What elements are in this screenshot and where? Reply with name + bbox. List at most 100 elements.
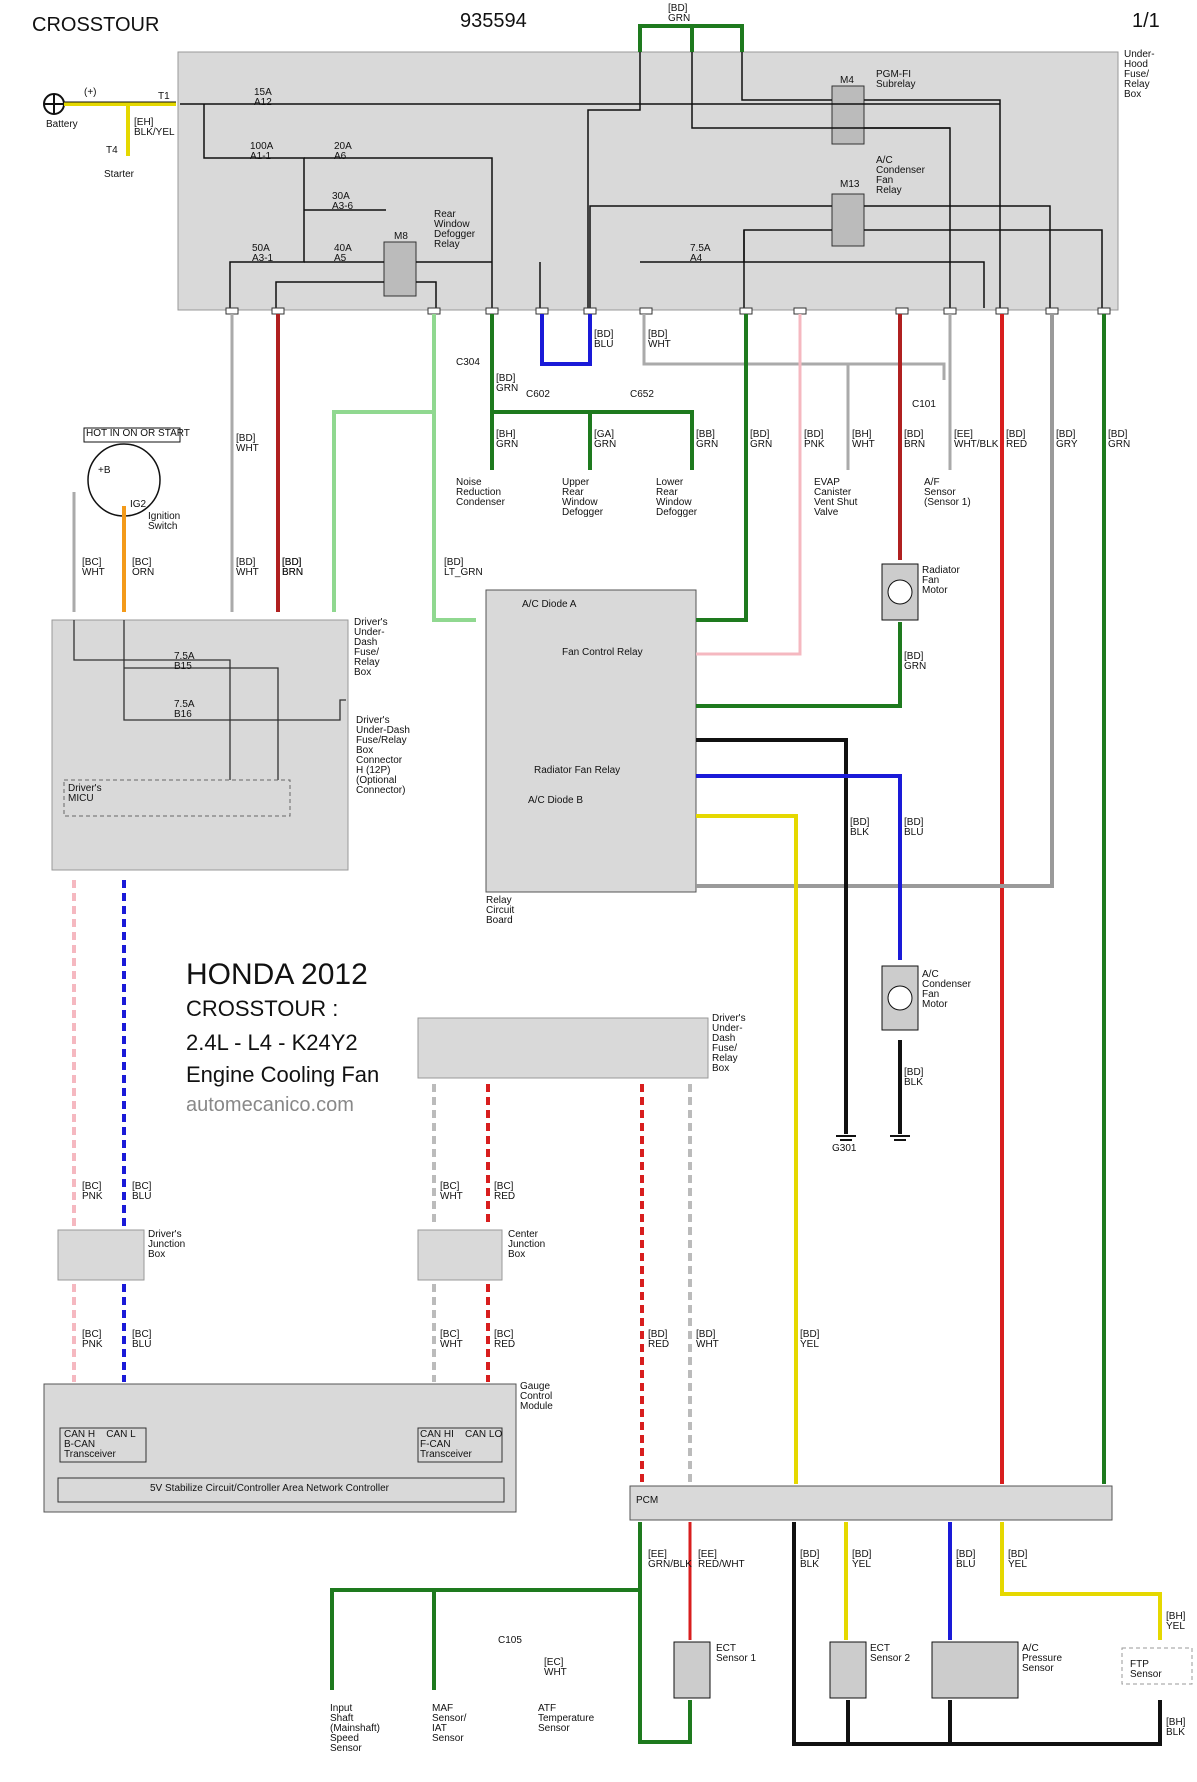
drivers-underdash-box-2 (417, 1017, 709, 1079)
wire-27-grn (696, 314, 748, 622)
label-fcan: CAN HI CAN LO F-CAN Transceiver (420, 1429, 503, 1460)
wire-52-wht (642, 314, 946, 380)
wire-label: [BH] GRN (496, 429, 519, 450)
wire-label: [BD] BRN (904, 429, 926, 450)
label-bcan: CAN H CAN L B-CAN Transceiver (64, 1429, 136, 1460)
wire-label: [BD] RED (1006, 429, 1028, 450)
wire-label: [BH] BLK (1166, 1717, 1186, 1738)
label-m4: M4 (840, 75, 854, 86)
wire-label: [BD] BLK (800, 1549, 820, 1570)
ftp-sensor (1121, 1647, 1193, 1685)
underhood-connectors (225, 307, 1111, 315)
wire-label: [BH] YEL (1166, 1611, 1186, 1632)
label-pcm: PCM (636, 1495, 659, 1506)
wire-label: [BD] GRN (904, 651, 927, 672)
wire-label: [BH] WHT (852, 429, 875, 450)
label-m8: M8 (394, 231, 408, 242)
label-fuse-a4: 7.5A A4 (690, 243, 711, 264)
label-maf: MAF Sensor/ IAT Sensor (432, 1703, 467, 1744)
wire-42-pnk (696, 314, 802, 656)
label-m13: M13 (840, 179, 860, 190)
relay-circuit-board (485, 589, 697, 893)
wire-blu-ac (696, 774, 902, 960)
wire-label: [BD] WHT (648, 329, 671, 350)
label-fan-ctrl-relay: Fan Control Relay (562, 647, 643, 658)
label-evap-valve: EVAP Canister Vent Shut Valve (814, 477, 858, 518)
wire-3-23-blu (540, 314, 592, 366)
drivers-junction-box (57, 1229, 145, 1281)
ground-g301-1 (836, 1135, 856, 1141)
wire-label: [BD] BRN (282, 557, 304, 578)
label-ac-fan: A/C Condenser Fan Motor (922, 969, 971, 1010)
label-fuse-a11: 100A A1-1 (250, 141, 274, 162)
label-gauge: Gauge Control Module (520, 1381, 553, 1412)
label-ign-ig2: IG2 (130, 499, 147, 510)
wire-yel-acp (1000, 1522, 1162, 1640)
brand-line4: Engine Cooling Fan (186, 1062, 380, 1087)
wire-grnblk (330, 1522, 642, 1690)
ground-g301-2 (890, 1135, 910, 1141)
wire-label: [BD] BLU (904, 817, 924, 838)
label-af-sensor: A/F Sensor (Sensor 1) (924, 477, 971, 508)
pcm-box (629, 1485, 1113, 1521)
wire-label: [EE] RED/WHT (698, 1549, 745, 1570)
label-relay-board: Relay Circuit Board (486, 895, 515, 926)
wire-label: [BD] RED (648, 1329, 670, 1350)
wire-label: [BD] LT_GRN (444, 557, 483, 578)
label-c105: C105 (498, 1635, 522, 1646)
label-input-shaft: Input Shaft (Mainshaft) Speed Sensor (330, 1703, 381, 1754)
label-ect2: ECT Sensor 2 (870, 1643, 911, 1664)
label-fuse-b15: 7.5A B15 (174, 651, 195, 672)
label-fuse-a6: 20A A6 (334, 141, 352, 162)
wire-label: [BD] YEL (800, 1329, 820, 1350)
label-ac-diode-b: A/C Diode B (528, 795, 584, 806)
wire-label: [BC] WHT (440, 1181, 463, 1202)
wire-label: [BC] BLU (132, 1181, 152, 1202)
wire-label: [BC] PNK (82, 1329, 103, 1350)
underhood-box (177, 51, 1119, 311)
label-fuse-a5: 40A A5 (334, 243, 352, 264)
label-lower-defog: Lower Rear Window Defogger (656, 477, 698, 518)
ect2-sensor (829, 1641, 867, 1699)
label-fuse-a36: 30A A3-6 (332, 191, 354, 212)
fcan-transceiver (417, 1427, 503, 1463)
label-battery: Battery (46, 119, 78, 130)
label-drv-connector: Driver's Under-Dash Fuse/Relay Box Conne… (356, 715, 410, 796)
m13-relay (831, 193, 865, 247)
wire-label: [BC] RED (494, 1181, 516, 1202)
ignition-switch (87, 443, 161, 517)
label-ect1: ECT Sensor 1 (716, 1643, 757, 1664)
wire-label: [BD] GRY (1056, 429, 1078, 450)
brand-line2: CROSSTOUR : (186, 996, 339, 1021)
page-number: 1/1 (1132, 10, 1160, 32)
wire-label: [BD] GRN (1108, 429, 1131, 450)
wire-label: [BD] BLU (594, 329, 614, 350)
ect1-sensor (673, 1641, 711, 1699)
label-rad-fan: Radiator Fan Motor (922, 565, 960, 596)
wire-label: [BD] GRN (750, 429, 773, 450)
diagram-number: 935594 (460, 10, 527, 32)
wire-label: [BD] PNK (804, 429, 825, 450)
label-drv-jbox: Driver's Junction Box (148, 1229, 186, 1260)
wire-label: [BD] WHT (236, 433, 259, 454)
label-g301: G301 (832, 1143, 857, 1154)
label-t4: T4 (106, 145, 118, 156)
label-c652: C652 (630, 389, 654, 400)
label-fuse-a31: 50A A3-1 (252, 243, 274, 264)
m8-relay (383, 241, 417, 297)
wire-yel-relay (696, 814, 798, 1484)
label-noise-cond: Noise Reduction Condenser (456, 477, 505, 508)
label-battery-pos: (+) (84, 87, 97, 98)
wire-label: [EE] GRN/BLK (648, 1549, 692, 1570)
bcan-transceiver (59, 1427, 147, 1463)
wire-label: [BC] WHT (82, 557, 105, 578)
label-ign-b: +B (98, 465, 111, 476)
drivers-underdash-box (51, 619, 349, 871)
label-fuse-a12: 15A A12 (254, 87, 272, 108)
wire-label: [BD] BRN (282, 557, 304, 578)
label-ac-press: A/C Pressure Sensor (1022, 1643, 1063, 1674)
wire-label: [BD] GRN (496, 373, 519, 394)
label-c602: C602 (526, 389, 550, 400)
wire-label: [EE] WHT/BLK (954, 429, 999, 450)
